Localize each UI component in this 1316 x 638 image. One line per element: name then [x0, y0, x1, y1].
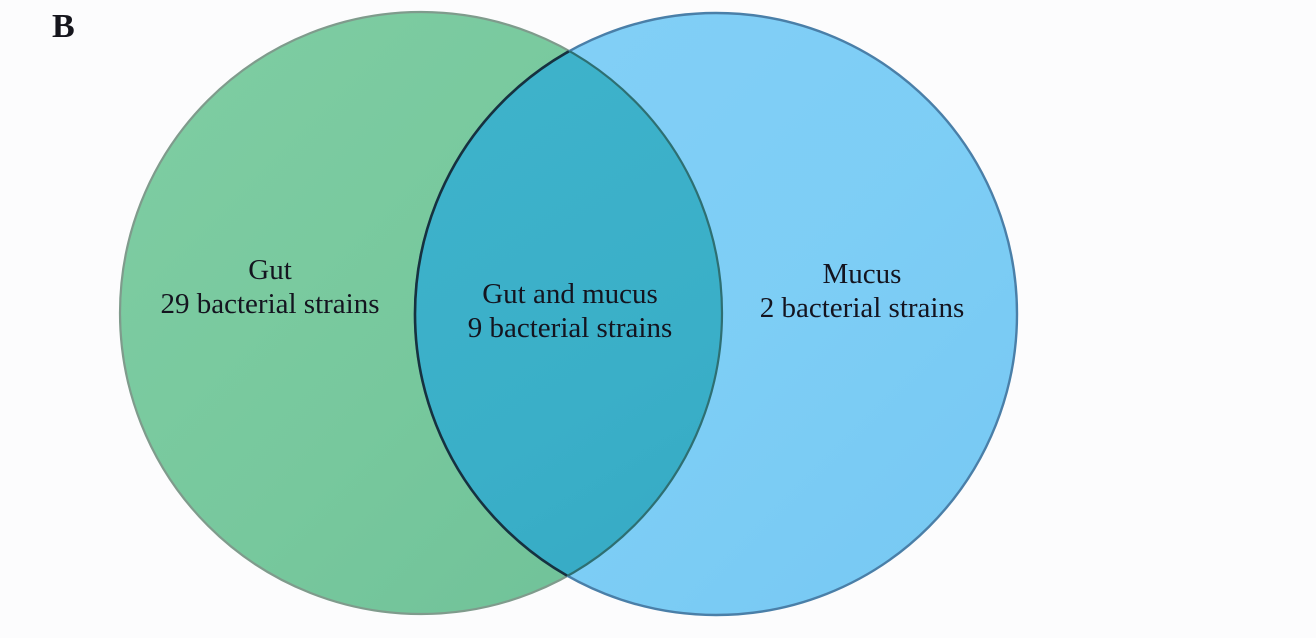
panel-label: B — [52, 8, 76, 45]
venn-intersection-region[interactable] — [415, 13, 1017, 615]
